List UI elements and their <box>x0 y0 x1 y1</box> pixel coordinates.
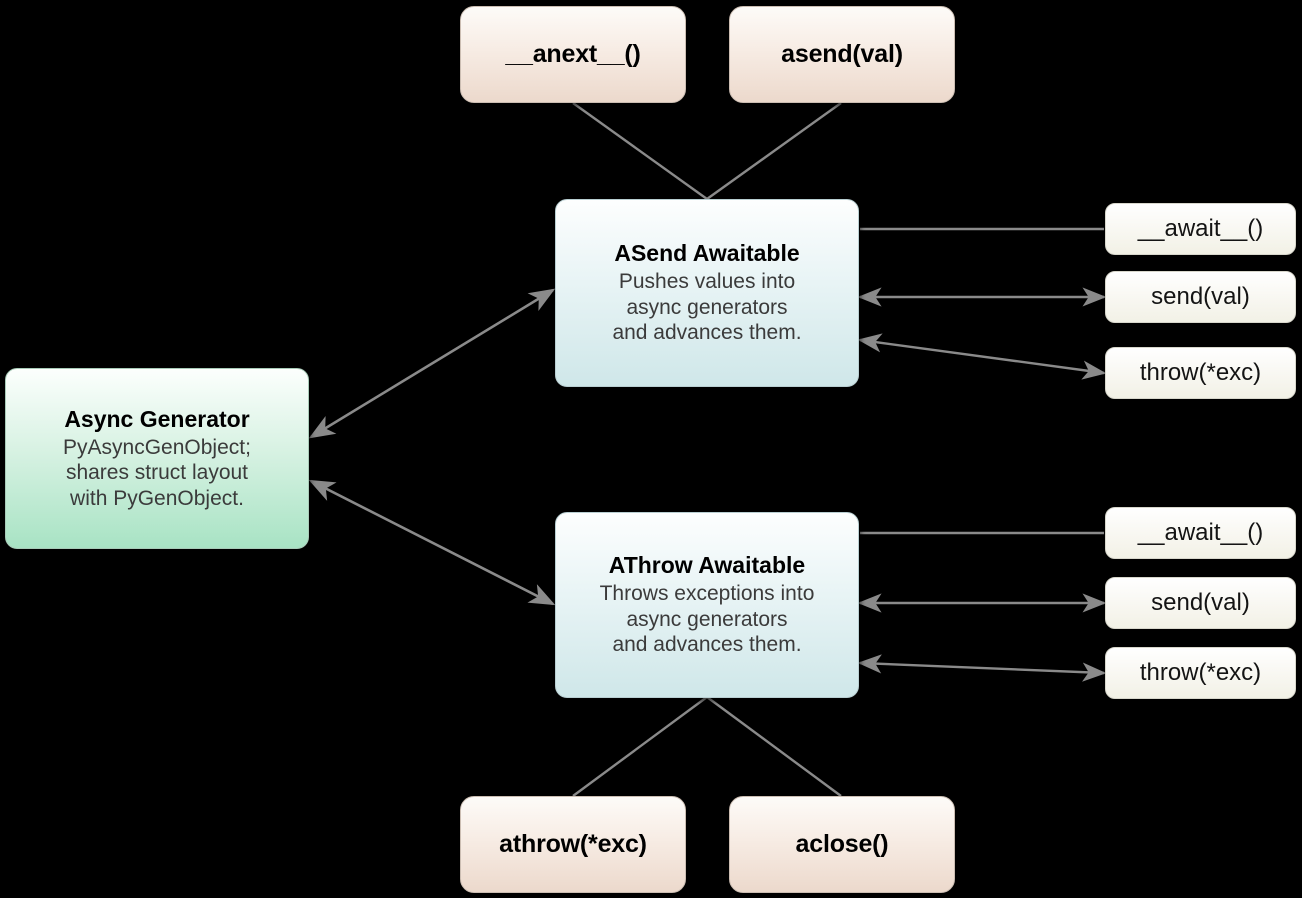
node-athrow-awaitable[interactable]: AThrow Awaitable Throws exceptions into … <box>555 512 859 698</box>
node-label: __await__() <box>1137 519 1264 546</box>
node-asend-protocol-send[interactable]: send(val) <box>1105 271 1296 323</box>
node-asend-call[interactable]: asend(val) <box>729 6 955 103</box>
node-label: throw(*exc) <box>1139 659 1262 686</box>
node-async-generator[interactable]: Async Generator PyAsyncGenObject; shares… <box>5 368 309 549</box>
node-label: asend(val) <box>781 40 903 68</box>
node-athrow-protocol-send[interactable]: send(val) <box>1105 577 1296 629</box>
node-label: __anext__() <box>505 40 641 68</box>
node-label: aclose() <box>795 830 889 858</box>
node-athrow-protocol-throw[interactable]: throw(*exc) <box>1105 647 1296 699</box>
node-title: Async Generator <box>64 405 250 432</box>
node-label: athrow(*exc) <box>499 830 647 858</box>
node-label: throw(*exc) <box>1139 359 1262 386</box>
node-label: send(val) <box>1151 283 1250 310</box>
edge-generator-to-athrow <box>308 479 556 606</box>
node-title: AThrow Awaitable <box>608 552 806 579</box>
node-description: Throws exceptions into async generators … <box>599 582 815 657</box>
edge-asend-call-to-asend <box>706 102 842 200</box>
edge-athrow-call-to-athrow <box>572 696 708 797</box>
node-asend-protocol-await[interactable]: __await__() <box>1105 203 1296 255</box>
node-athrow-protocol-await[interactable]: __await__() <box>1105 507 1296 559</box>
node-aclose-call[interactable]: aclose() <box>729 796 955 893</box>
edge-asend-throw <box>857 333 1107 380</box>
node-description: Pushes values into async generators and … <box>612 270 802 345</box>
node-asend-protocol-throw[interactable]: throw(*exc) <box>1105 347 1296 399</box>
node-description: PyAsyncGenObject; shares struct layout w… <box>63 435 251 510</box>
node-anext-call[interactable]: __anext__() <box>460 6 686 103</box>
node-label: send(val) <box>1151 589 1250 616</box>
edge-athrow-throw <box>857 654 1107 682</box>
edge-generator-to-asend <box>308 288 556 439</box>
node-title: ASend Awaitable <box>614 240 800 267</box>
node-label: __await__() <box>1137 215 1264 242</box>
edge-anext-to-asend <box>572 102 708 200</box>
node-athrow-call[interactable]: athrow(*exc) <box>460 796 686 893</box>
edge-aclose-to-athrow <box>706 696 842 797</box>
node-asend-awaitable[interactable]: ASend Awaitable Pushes values into async… <box>555 199 859 387</box>
